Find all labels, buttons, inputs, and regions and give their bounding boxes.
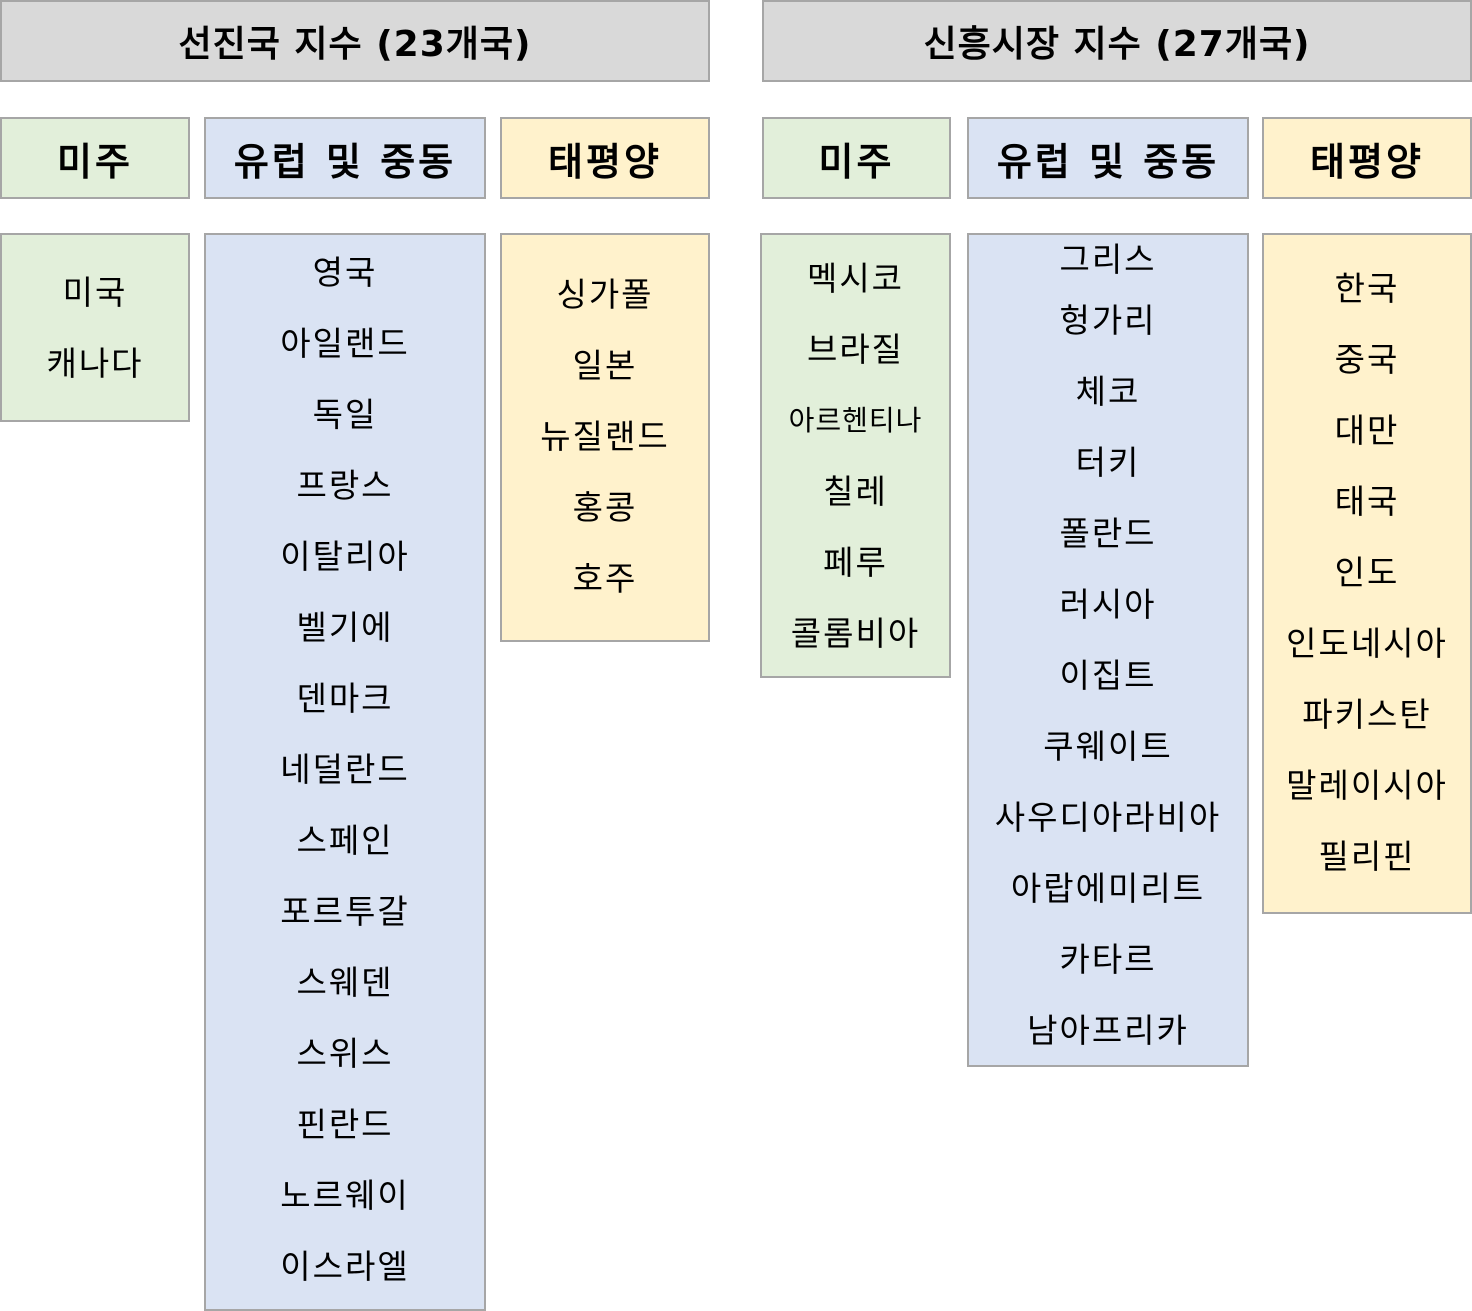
- developed-americas-header: 미주: [0, 117, 190, 199]
- developed-index-title: 선진국 지수 (23개국): [0, 0, 710, 82]
- emerging-europe-header: 유럽 및 중동: [967, 117, 1249, 199]
- country-item: 폴란드: [1059, 514, 1157, 553]
- country-item: 이집트: [1059, 656, 1157, 695]
- country-item: 홍콩: [572, 488, 638, 527]
- country-item: 이탈리아: [280, 537, 410, 576]
- country-item: 덴마크: [296, 679, 394, 718]
- country-item: 필리핀: [1318, 837, 1416, 876]
- emerging-pacific-list: 한국 중국 대만 태국 인도 인도네시아 파키스탄 말레이시아 필리핀: [1262, 233, 1472, 914]
- emerging-americas-header: 미주: [762, 117, 951, 199]
- country-item: 사우디아라비아: [994, 798, 1222, 837]
- country-item: 헝가리: [1059, 301, 1157, 340]
- country-item: 파키스탄: [1302, 695, 1432, 734]
- country-item: 뉴질랜드: [540, 417, 670, 456]
- developed-pacific-list: 싱가폴 일본 뉴질랜드 홍콩 호주: [500, 233, 710, 642]
- emerging-americas-list: 멕시코 브라질 아르헨티나 칠레 페루 콜롬비아: [760, 233, 951, 678]
- country-item: 멕시코: [806, 259, 905, 298]
- country-item: 스위스: [296, 1034, 394, 1073]
- country-item: 중국: [1334, 340, 1400, 379]
- country-item: 호주: [572, 559, 638, 598]
- country-item: 체코: [1075, 372, 1141, 411]
- country-item: 칠레: [823, 472, 888, 511]
- country-item: 태국: [1334, 482, 1400, 521]
- country-item: 캐나다: [46, 344, 144, 383]
- country-item: 아일랜드: [280, 324, 410, 363]
- country-item: 브라질: [806, 330, 905, 369]
- country-item: 인도네시아: [1286, 624, 1448, 663]
- country-item: 핀란드: [296, 1105, 394, 1144]
- country-item: 페루: [823, 543, 888, 582]
- country-item: 네덜란드: [280, 750, 410, 789]
- country-item: 독일: [312, 395, 378, 434]
- country-item: 쿠웨이트: [1043, 727, 1173, 766]
- developed-americas-list: 미국 캐나다: [0, 233, 190, 422]
- country-item: 아랍에미리트: [1010, 869, 1206, 908]
- country-item: 벨기에: [296, 608, 394, 647]
- developed-pacific-header: 태평양: [500, 117, 710, 199]
- country-item: 미국: [62, 273, 128, 312]
- country-item: 노르웨이: [280, 1176, 410, 1215]
- country-item: 터키: [1075, 443, 1141, 482]
- country-item: 한국: [1334, 269, 1400, 308]
- country-item: 러시아: [1059, 585, 1157, 624]
- country-item: 아르헨티나: [788, 404, 923, 437]
- developed-europe-list: 영국 아일랜드 독일 프랑스 이탈리아 벨기에 덴마크 네덜란드 스페인 포르투…: [204, 233, 486, 1311]
- country-item: 인도: [1334, 553, 1400, 592]
- country-item: 스페인: [296, 821, 394, 860]
- country-item: 카타르: [1059, 940, 1157, 979]
- emerging-pacific-header: 태평양: [1262, 117, 1472, 199]
- country-item: 콜롬비아: [790, 614, 921, 653]
- country-item: 포르투갈: [280, 892, 410, 931]
- country-item: 일본: [572, 346, 638, 385]
- country-item: 스웨덴: [296, 963, 394, 1002]
- country-item: 대만: [1334, 411, 1400, 450]
- country-item: 이스라엘: [280, 1247, 410, 1286]
- country-item: 영국: [312, 253, 378, 292]
- country-item: 남아프리카: [1027, 1011, 1189, 1050]
- country-item: 말레이시아: [1286, 766, 1448, 805]
- country-item: 프랑스: [296, 466, 394, 505]
- country-item: 싱가폴: [556, 275, 654, 314]
- developed-europe-header: 유럽 및 중동: [204, 117, 486, 199]
- country-item: 그리스: [1059, 240, 1157, 279]
- emerging-europe-list: 그리스 헝가리 체코 터키 폴란드 러시아 이집트 쿠웨이트 사우디아라비아 아…: [967, 233, 1249, 1067]
- emerging-index-title: 신흥시장 지수 (27개국): [762, 0, 1472, 82]
